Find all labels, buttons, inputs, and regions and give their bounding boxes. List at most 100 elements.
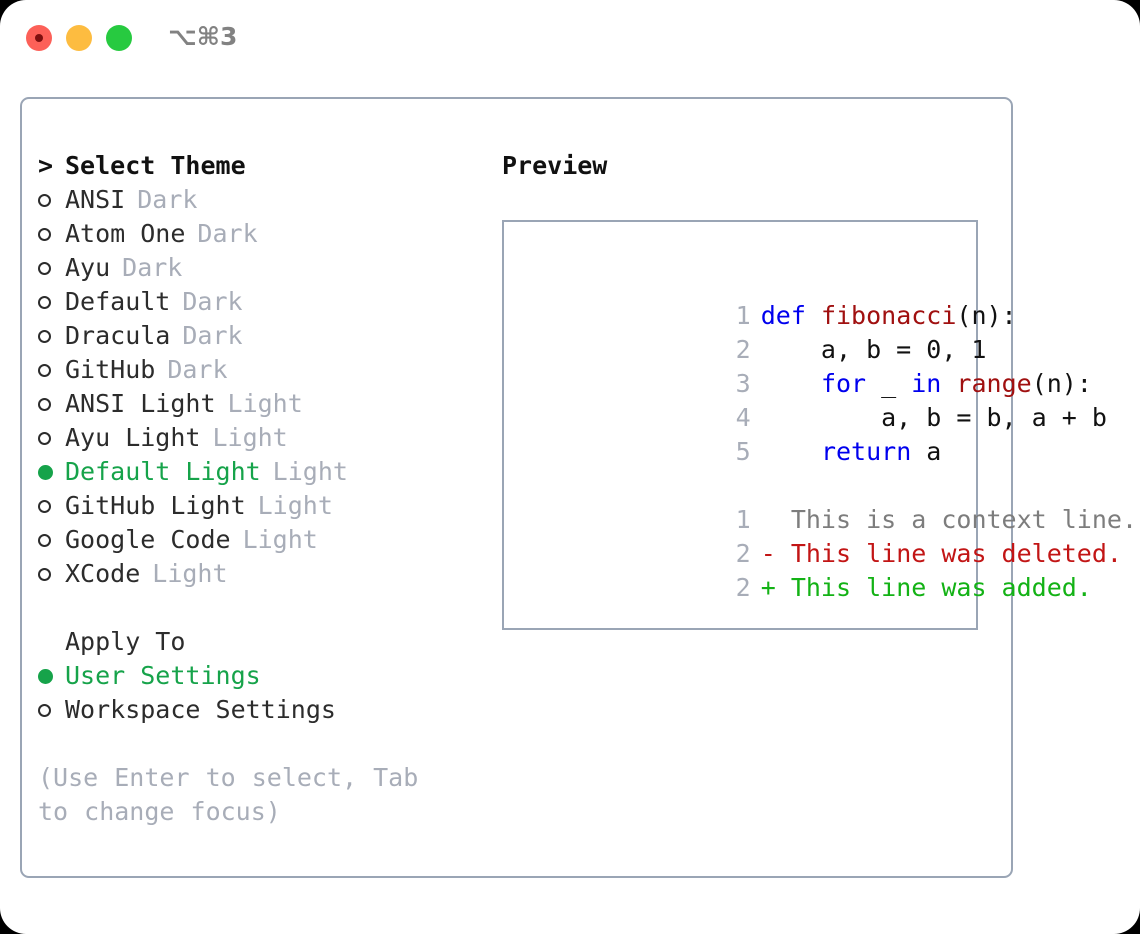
theme-list-column: > Select Theme ANSI Dark Atom One Dark A… [38, 149, 488, 829]
apply-to-option-user-settings[interactable]: User Settings [38, 659, 488, 693]
code-line: 2 a, b = 0, 1 [516, 299, 987, 364]
code-segment: in [911, 369, 942, 398]
theme-name: Default Light [65, 457, 261, 486]
theme-variant-tag: Dark [122, 253, 183, 282]
theme-name: GitHub [65, 355, 156, 384]
diff-sign: - [760, 539, 776, 568]
diff-text: This line was added. [775, 573, 1092, 602]
diff-text: This line was deleted. [775, 539, 1122, 568]
apply-to-label: User Settings [65, 661, 261, 690]
diff-sign: + [760, 573, 776, 602]
apply-to-option-workspace-settings[interactable]: Workspace Settings [38, 693, 488, 727]
keyboard-shortcut-label: ⌥⌘3 [168, 22, 238, 51]
theme-name: Ayu [65, 253, 111, 282]
apply-to-label: Workspace Settings [65, 695, 336, 724]
radio-icon[interactable] [38, 353, 65, 387]
apply-to-title: Apply To [65, 627, 186, 656]
code-segment: range [956, 369, 1032, 398]
theme-variant-tag: Light [227, 389, 303, 418]
title-bar: ⌥⌘3 [0, 0, 1140, 76]
theme-name: Default [65, 287, 171, 316]
theme-name: Atom One [65, 219, 186, 248]
preview-title: Preview [502, 151, 608, 180]
keyboard-hint-text: (Use Enter to select, Tab to change focu… [38, 763, 419, 826]
theme-variant-tag: Dark [137, 185, 198, 214]
code-segment [941, 369, 956, 398]
diff-text: This is a context line. [775, 505, 1138, 534]
code-line: 3 for _ in range(n): [516, 333, 1092, 398]
theme-variant-tag: Light [152, 559, 228, 588]
code-segment: for [820, 369, 867, 398]
theme-picker-panel: > Select Theme ANSI Dark Atom One Dark A… [20, 97, 1137, 878]
theme-name: Ayu Light [65, 423, 201, 452]
theme-option-ayu[interactable]: Ayu Dark [38, 251, 488, 285]
code-segment: a, b = b, a + b [760, 403, 1107, 432]
code-line: 1 def fibonacci(n): [516, 265, 1017, 330]
radio-icon[interactable] [38, 523, 65, 557]
theme-option-ansi-light[interactable]: ANSI Light Light [38, 387, 488, 421]
line-number: 5 [735, 437, 751, 466]
code-segment: def [760, 301, 821, 330]
theme-option-ansi[interactable]: ANSI Dark [38, 183, 488, 217]
code-segment: fibonacci [820, 301, 957, 330]
diff-sign [761, 505, 776, 534]
theme-list-header: > Select Theme [38, 149, 488, 183]
minimize-button[interactable] [66, 25, 92, 51]
code-segment: _ [866, 369, 912, 398]
theme-variant-tag: Dark [182, 321, 243, 350]
line-number: 2 [735, 335, 751, 364]
radio-icon[interactable] [38, 387, 65, 421]
theme-option-google-code[interactable]: Google Code Light [38, 523, 488, 557]
radio-icon[interactable] [38, 251, 65, 285]
theme-name: ANSI Light [65, 389, 216, 418]
caret-icon: > [38, 151, 54, 180]
theme-variant-tag: Light [257, 491, 333, 520]
radio-selected-icon[interactable] [38, 659, 65, 693]
theme-name: ANSI [65, 185, 126, 214]
preview-code-area: 1 def fibonacci(n): 2 a, b = 0, 1 3 for _… [516, 265, 1137, 602]
theme-option-ayu-light[interactable]: Ayu Light Light [38, 421, 488, 455]
close-button[interactable] [26, 25, 52, 51]
theme-option-github[interactable]: GitHub Dark [38, 353, 488, 387]
code-line: 4 a, b = b, a + b [516, 367, 1107, 432]
theme-name: Google Code [65, 525, 231, 554]
maximize-button[interactable] [106, 25, 132, 51]
theme-name: Dracula [65, 321, 171, 350]
theme-option-default[interactable]: Default Dark [38, 285, 488, 319]
code-segment [761, 437, 821, 466]
radio-icon[interactable] [38, 421, 65, 455]
preview-box: 1 def fibonacci(n): 2 a, b = 0, 1 3 for _… [502, 220, 1137, 630]
code-segment: a [911, 437, 942, 466]
radio-icon[interactable] [38, 557, 65, 591]
radio-selected-icon[interactable] [38, 455, 65, 489]
line-number: 2 [735, 539, 751, 568]
theme-option-atom-one[interactable]: Atom One Dark [38, 217, 488, 251]
preview-column: Preview 1 def fibonacci(n): 2 a, b = 0, 1… [502, 149, 1137, 630]
radio-icon[interactable] [38, 285, 65, 319]
theme-list-title: Select Theme [65, 151, 246, 180]
radio-icon[interactable] [38, 489, 65, 523]
list-spacer [38, 591, 488, 625]
diff-line-context: 1 This is a context line. [516, 469, 1137, 534]
theme-option-dracula[interactable]: Dracula Dark [38, 319, 488, 353]
theme-option-xcode[interactable]: XCode Light [38, 557, 488, 591]
theme-variant-tag: Dark [182, 287, 243, 316]
radio-icon[interactable] [38, 693, 65, 727]
theme-option-default-light[interactable]: Default Light Light [38, 455, 488, 489]
theme-name: XCode [65, 559, 141, 588]
radio-icon[interactable] [38, 319, 65, 353]
line-number: 1 [735, 505, 751, 534]
theme-variant-tag: Light [242, 525, 318, 554]
theme-variant-tag: Dark [167, 355, 228, 384]
radio-icon[interactable] [38, 183, 65, 217]
code-segment: (n): [956, 301, 1017, 330]
window-controls [26, 25, 132, 51]
line-number: 4 [735, 403, 751, 432]
diff-line-deleted: 2- This line was deleted. [516, 503, 1122, 568]
theme-option-github-light[interactable]: GitHub Light Light [38, 489, 488, 523]
line-number: 1 [735, 301, 751, 330]
radio-icon[interactable] [38, 217, 65, 251]
line-number: 3 [735, 369, 751, 398]
theme-variant-tag: Light [272, 457, 348, 486]
